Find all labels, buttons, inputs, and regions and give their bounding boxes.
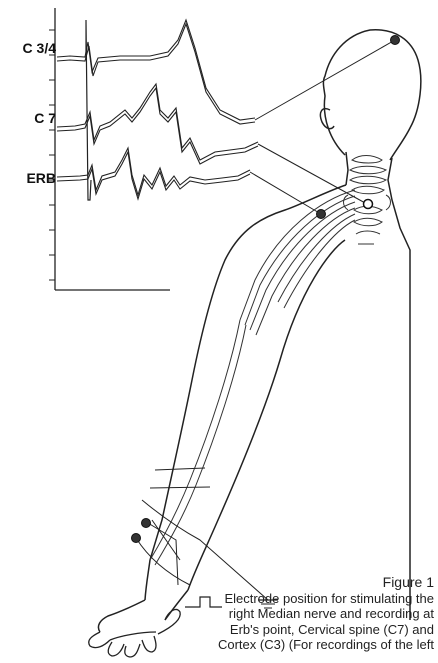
figure-caption: Figure 1 Electrode position for stimulat… — [189, 575, 434, 653]
caption-line: Cortex (C3) (For recordings of the left — [189, 637, 434, 653]
figure-title: Figure 1 — [189, 575, 434, 591]
caption-line: right Median nerve and recording at — [189, 606, 434, 622]
trace-label-c34: C 3/4 — [4, 40, 56, 56]
hand-outline — [89, 610, 180, 657]
median-nerve — [150, 320, 246, 565]
electrode-erb — [317, 210, 326, 219]
electrode-c7 — [364, 200, 373, 209]
connector-lines — [250, 40, 395, 214]
caption-line: Erb's point, Cervical spine (C7) and — [189, 622, 434, 638]
trace-label-c7: C 7 — [4, 110, 56, 126]
brachial-plexus — [240, 190, 355, 335]
caption-line: Electrode position for stimulating the — [189, 591, 434, 607]
trace-label-erb: ERB — [4, 170, 56, 186]
electrodes — [132, 36, 400, 543]
arm-outline — [98, 185, 346, 632]
electrode-c3 — [391, 36, 400, 45]
stimulating-electrode-distal — [132, 534, 141, 543]
trace-panel-axes — [49, 8, 170, 290]
stimulating-electrode-proximal — [142, 519, 151, 528]
head-outline — [320, 30, 420, 620]
